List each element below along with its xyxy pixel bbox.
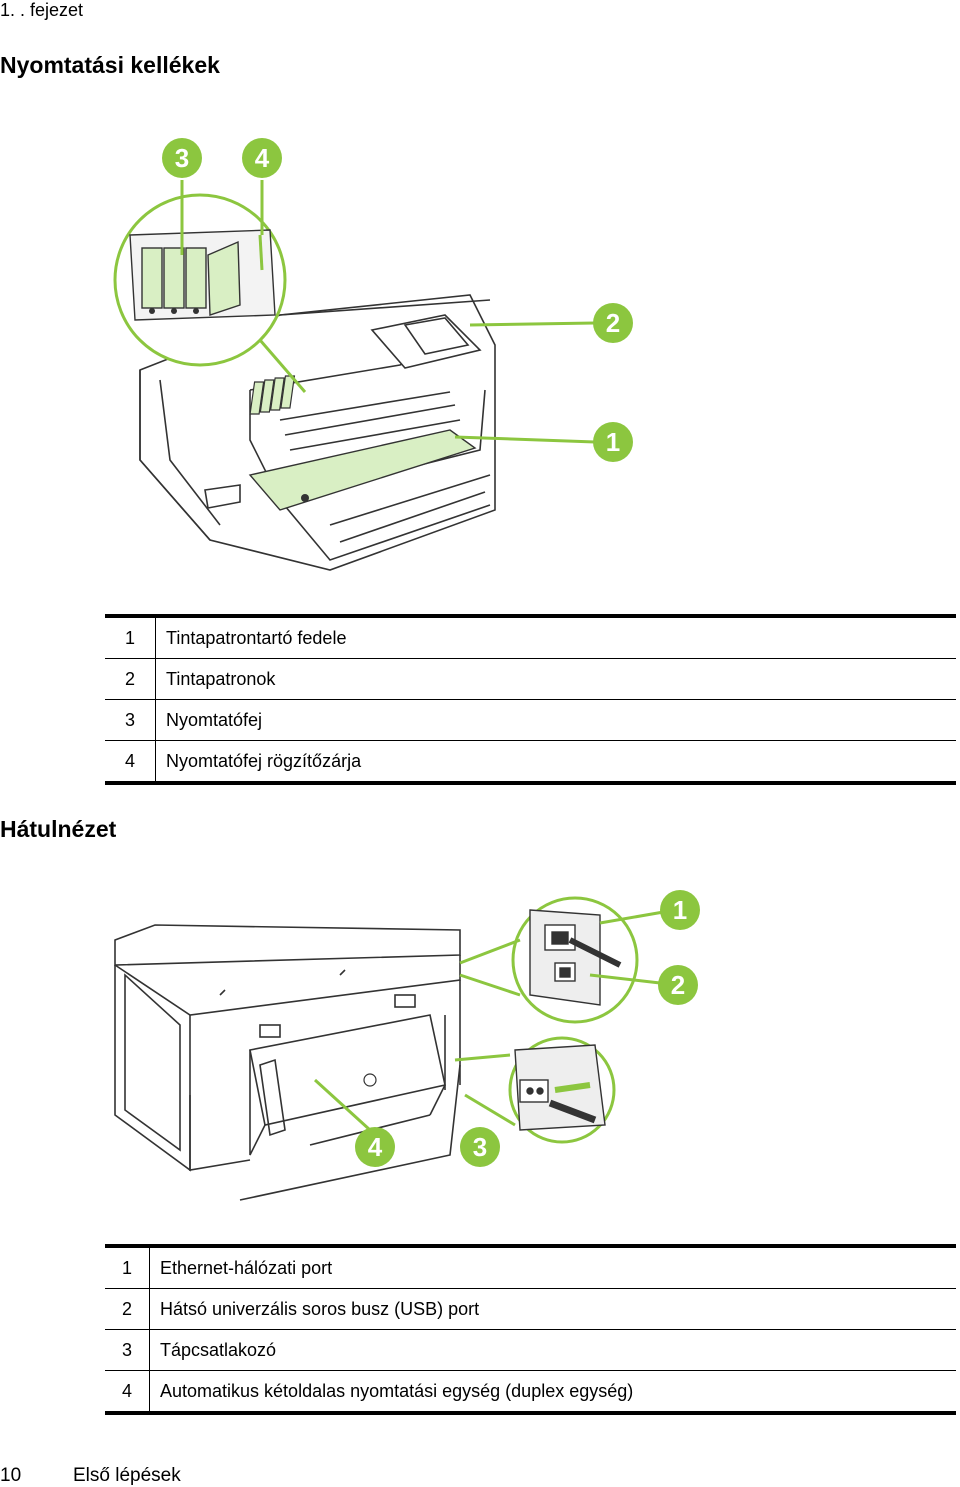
callout-3: 3 bbox=[460, 1127, 500, 1167]
legend-number: 1 bbox=[105, 614, 156, 659]
table-row: 1 Ethernet-hálózati port bbox=[105, 1244, 956, 1289]
rear-view-legend-table: 1 Ethernet-hálózati port 2 Hátsó univerz… bbox=[105, 1244, 956, 1415]
svg-text:4: 4 bbox=[368, 1132, 383, 1162]
callout-2: 2 bbox=[658, 965, 698, 1005]
svg-text:3: 3 bbox=[175, 143, 189, 173]
legend-number: 2 bbox=[105, 1288, 150, 1330]
supplies-legend-table: 1 Tintapatrontartó fedele 2 Tintapatrono… bbox=[105, 614, 956, 785]
svg-text:2: 2 bbox=[671, 970, 685, 1000]
printer-front-illustration: 3 4 2 1 bbox=[113, 138, 633, 571]
legend-number: 4 bbox=[105, 1370, 150, 1415]
svg-text:2: 2 bbox=[606, 308, 620, 338]
chapter-header: 1. . fejezet bbox=[0, 0, 84, 20]
callout-4: 4 bbox=[242, 138, 282, 178]
legend-text: Automatikus kétoldalas nyomtatási egység… bbox=[149, 1370, 956, 1415]
svg-text:1: 1 bbox=[673, 895, 687, 925]
callout-3: 3 bbox=[162, 138, 202, 178]
table-row: 2 Tintapatronok bbox=[105, 658, 956, 700]
legend-text: Ethernet-hálózati port bbox=[149, 1244, 956, 1289]
legend-number: 4 bbox=[105, 740, 156, 785]
svg-text:3: 3 bbox=[473, 1132, 487, 1162]
svg-text:4: 4 bbox=[255, 143, 270, 173]
section-title-rear-view: Hátulnézet bbox=[0, 816, 117, 842]
callout-4: 4 bbox=[355, 1127, 395, 1167]
page-number: 10 bbox=[0, 1465, 22, 1486]
table-row: 4 Nyomtatófej rögzítőzárja bbox=[105, 740, 956, 785]
callout-1: 1 bbox=[593, 422, 633, 462]
table-row: 2 Hátsó univerzális soros busz (USB) por… bbox=[105, 1288, 956, 1330]
svg-text:1: 1 bbox=[606, 427, 620, 457]
legend-text: Nyomtatófej bbox=[166, 709, 263, 730]
legend-text: Nyomtatófej rögzítőzárja bbox=[155, 740, 956, 785]
table-row: 3 Tápcsatlakozó bbox=[105, 1329, 956, 1371]
table-row: 3 Nyomtatófej bbox=[105, 699, 956, 741]
table-row: 1 Tintapatrontartó fedele bbox=[105, 614, 956, 659]
footer-section-title: Első lépések bbox=[73, 1465, 181, 1486]
legend-number: 3 bbox=[105, 1329, 150, 1371]
callout-1: 1 bbox=[660, 890, 700, 930]
legend-text: Tintapatrontartó fedele bbox=[155, 614, 956, 659]
legend-number: 3 bbox=[105, 699, 156, 741]
table-row: 4 Automatikus kétoldalas nyomtatási egys… bbox=[105, 1370, 956, 1415]
section-title-supplies: Nyomtatási kellékek bbox=[0, 52, 220, 78]
printer-rear-illustration: 1 2 4 3 bbox=[114, 890, 700, 1201]
legend-text: Tápcsatlakozó bbox=[160, 1339, 277, 1360]
legend-number: 1 bbox=[105, 1244, 150, 1289]
legend-text: Hátsó univerzális soros busz (USB) port bbox=[160, 1298, 480, 1319]
legend-number: 2 bbox=[105, 658, 156, 700]
legend-text: Tintapatronok bbox=[166, 668, 276, 689]
callout-2: 2 bbox=[593, 303, 633, 343]
